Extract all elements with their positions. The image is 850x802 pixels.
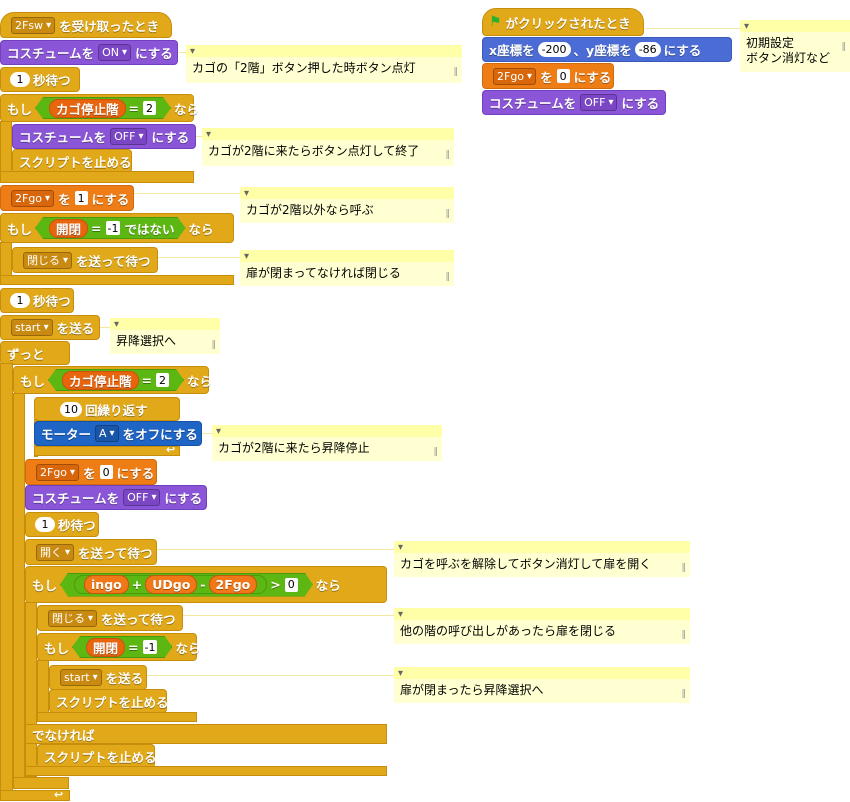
set-2fgo-block[interactable]: 2Fgo を 0 にする [482,63,614,89]
variable-dropdown[interactable]: 2Fgo [493,67,537,85]
if-bottom [13,777,69,789]
costume-on-block[interactable]: コスチュームを ON にする [0,40,178,65]
motor-dropdown[interactable]: A [95,425,119,442]
loop-arrow-icon: ↩ [54,788,64,801]
set-2fgo-1-block[interactable]: 2Fgo を 1 にする [0,185,134,211]
broadcast-open-wait-block[interactable]: 開く を送って待つ [25,539,157,565]
if-else-arm [25,602,37,777]
go-to-xy-block[interactable]: x座標を -200 、y座標を -86 にする [482,37,732,62]
stop-script-block[interactable]: スクリプトを止める [12,149,132,173]
y-value-input[interactable]: -86 [634,42,661,57]
comment-close-on-call[interactable]: 他の階の呼び出しがあったら扉を閉じる [394,607,690,644]
if-block-door-closed[interactable]: もし 開閉 = -1 なら [37,633,201,661]
when-flag-clicked-hat[interactable]: ⚑ がクリックされたとき [482,8,644,36]
value-input[interactable]: -1 [144,640,156,654]
message-dropdown[interactable]: start [11,319,53,336]
equals-predicate[interactable]: カゴ停止階 = 2 [35,97,171,119]
comment-start-after-close[interactable]: 扉が閉まったら昇降選択へ [394,666,690,703]
message-dropdown[interactable]: 開く [36,543,75,561]
not-predicate[interactable]: 開閉 = -1 ではない [35,217,185,239]
motor-off-block[interactable]: モーター A をオフにする [34,421,202,446]
ingo-reporter[interactable]: ingo [84,575,129,594]
if-arm [13,393,25,783]
udgo-reporter[interactable]: UDgo [145,575,197,594]
message-dropdown[interactable]: 2Fsw [11,16,56,34]
comment-select-direction[interactable]: 昇降選択へ [110,317,220,354]
wait-input[interactable]: 1 [10,72,30,87]
if-block-floor2[interactable]: もし カゴ停止階 = 2 なら [0,94,199,122]
costume-dropdown[interactable]: OFF [580,94,618,111]
if-block-floor2-loop[interactable]: もし カゴ停止階 = 2 なら [13,366,212,394]
repeat-block[interactable]: 10 回繰り返す [34,397,180,421]
equals-predicate[interactable]: 開閉 = -1 [72,636,172,658]
set-2fgo-0-block[interactable]: 2Fgo を 0 にする [25,459,157,485]
stop-script-block[interactable]: スクリプトを止める [37,744,157,768]
cage-stop-floor-reporter[interactable]: カゴ停止階 [62,371,139,390]
if-bottom [37,712,197,722]
variable-dropdown[interactable]: 2Fgo [36,463,80,481]
kaihei-reporter[interactable]: 開閉 [86,638,125,657]
value-input[interactable]: 0 [99,465,113,479]
if-arm [37,660,49,715]
if-block-door[interactable]: もし 開閉 = -1 ではない なら [0,213,234,243]
broadcast-close-wait-block[interactable]: 閉じる を送って待つ [12,247,158,273]
comment-close-door[interactable]: 扉が閉まってなければ閉じる [240,249,454,286]
comment-open-door[interactable]: カゴを呼ぶを解除してボタン消灯して扉を開く [394,540,690,577]
stop-script-block[interactable]: スクリプトを止める [49,689,169,713]
wait-block[interactable]: 1 秒待つ [25,512,99,537]
broadcast-close-wait-block[interactable]: 閉じる を送って待つ [37,605,183,631]
costume-dropdown[interactable]: ON [98,44,132,61]
comment-button-light[interactable]: カゴの「2階」ボタン押した時ボタン点灯 [186,44,462,83]
if-arm [0,121,12,177]
greater-than-predicate[interactable]: ingo + UDgo - 2Fgo > 0 [60,573,313,597]
variable-dropdown[interactable]: 2Fgo [11,189,55,207]
repeat-count-input[interactable]: 10 [60,401,82,417]
costume-off-block[interactable]: コスチュームを OFF にする [25,485,207,510]
green-flag-icon: ⚑ [489,14,502,30]
threshold-input[interactable]: 0 [285,578,298,592]
when-receive-hat[interactable]: 2Fsw を受け取ったとき [0,12,172,38]
comment-initial-setup[interactable]: 初期設定 ボタン消灯など [740,19,850,72]
message-dropdown[interactable]: start [60,669,102,686]
forever-arm [0,363,13,801]
broadcast-start-block[interactable]: start を送る [0,315,100,340]
sum-reporter[interactable]: ingo + UDgo - 2Fgo [74,575,267,594]
repeat-bottom [34,446,180,456]
wait-block[interactable]: 1 秒待つ [0,67,80,92]
wait-input[interactable]: 1 [10,293,30,308]
message-dropdown[interactable]: 閉じる [23,251,73,269]
costume-dropdown[interactable]: OFF [123,489,161,506]
equals-predicate[interactable]: カゴ停止階 = 2 [48,369,184,391]
forever-bottom [0,790,70,801]
if-bottom [0,171,194,183]
costume-off-block[interactable]: コスチュームを OFF にする [12,124,196,149]
wait-block[interactable]: 1 秒待つ [0,288,74,313]
else-label-bar: でなければ [25,724,387,744]
if-else-block[interactable]: もし ingo + UDgo - 2Fgo > 0 なら [25,566,387,603]
value-input[interactable]: -1 [107,221,119,235]
x-value-input[interactable]: -200 [537,42,571,57]
if-bottom [0,275,234,285]
wait-input[interactable]: 1 [35,517,55,532]
broadcast-start-block[interactable]: start を送る [49,665,147,690]
value-input[interactable]: 1 [74,191,88,205]
floor-input[interactable]: 2 [156,373,169,387]
if-else-bottom [25,766,387,776]
message-dropdown[interactable]: 閉じる [48,609,98,627]
kaihei-reporter[interactable]: 開閉 [49,219,88,238]
if-arm [0,242,12,278]
comment-arrive-floor2[interactable]: カゴが2階に来たらボタン点灯して終了 [202,127,454,166]
value-input[interactable]: 0 [556,69,570,83]
forever-block[interactable]: ずっと [0,341,70,365]
cage-stop-floor-reporter[interactable]: カゴ停止階 [49,99,126,118]
comment-stop-lift[interactable]: カゴが2階に来たら昇降停止 [212,424,442,461]
loop-arrow-icon: ↩ [166,443,176,456]
switch-costume-block[interactable]: コスチュームを OFF にする [482,90,666,115]
2fgo-reporter[interactable]: 2Fgo [209,575,258,594]
costume-dropdown[interactable]: OFF [110,128,148,145]
floor-input[interactable]: 2 [143,101,156,115]
comment-call-if-not-floor2[interactable]: カゴが2階以外なら呼ぶ [240,186,454,223]
